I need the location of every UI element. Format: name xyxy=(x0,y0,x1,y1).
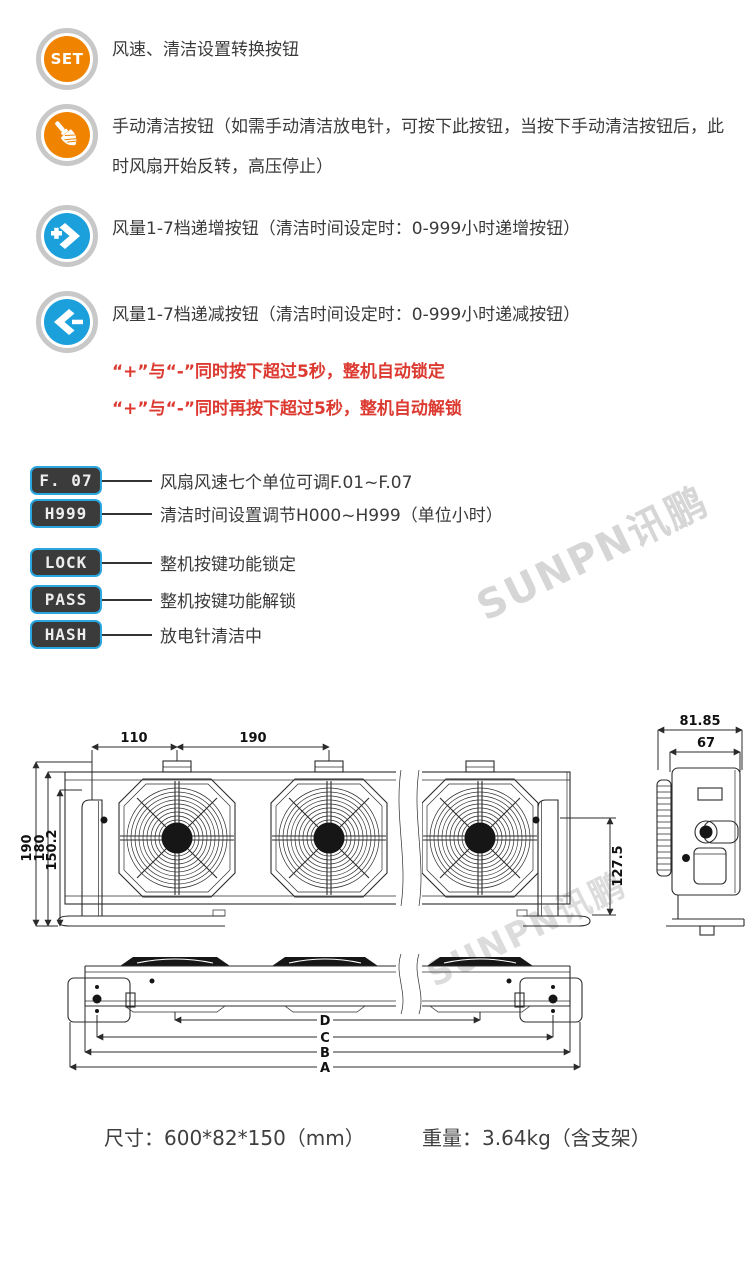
led-desc-f07: 风扇风速七个单位可调F.01~F.07 xyxy=(160,473,413,493)
dim-d: D xyxy=(320,1014,331,1029)
dim-150-left: 150.2 xyxy=(45,829,60,870)
led-row-speed: F. 07 风扇风速七个单位可调F.01~F.07 xyxy=(30,466,412,495)
led-desc-lock: 整机按键功能锁定 xyxy=(160,555,296,575)
set-button-icon: SET xyxy=(44,36,90,82)
led-display-pass: PASS xyxy=(30,585,102,614)
led-display-hash: HASH xyxy=(30,620,102,649)
leader-line xyxy=(102,512,152,515)
set-button-label: SET xyxy=(50,50,84,68)
dim-b: B xyxy=(320,1046,330,1061)
led-desc-pass: 整机按键功能解锁 xyxy=(160,592,296,612)
spec-size: 尺寸：600*82*150（mm） xyxy=(104,1126,365,1150)
led-row-lock: LOCK 整机按键功能锁定 xyxy=(30,548,296,577)
set-button: SET xyxy=(36,28,98,90)
dim-190-left: 190 xyxy=(20,834,35,861)
decrease-button xyxy=(36,291,98,353)
manual-clean-desc: 手动清洁按钮（如需手动清洁放电针，可按下此按钮，当按下手动清洁按钮后，此时风扇开… xyxy=(112,117,724,177)
led-display-f07: F. 07 xyxy=(30,466,102,495)
minus-arrow-icon xyxy=(44,299,90,345)
dim-180-left: 180 xyxy=(33,834,48,861)
spec-weight: 重量：3.64kg（含支架） xyxy=(422,1126,651,1150)
brush-icon xyxy=(44,112,90,158)
increase-button xyxy=(36,205,98,267)
dim-190-top: 190 xyxy=(239,731,266,746)
leader-line xyxy=(102,561,152,564)
dim-67-side: 67 xyxy=(697,736,715,751)
led-display-h999: H999 xyxy=(30,499,102,528)
led-desc-h999: 清洁时间设置调节H000~H999（单位小时） xyxy=(160,506,503,526)
leader-line xyxy=(102,598,152,601)
led-row-hash: HASH 放电针清洁中 xyxy=(30,620,262,649)
dim-8185-side: 81.85 xyxy=(679,714,720,729)
dim-c: C xyxy=(320,1031,330,1046)
led-row-hours: H999 清洁时间设置调节H000~H999（单位小时） xyxy=(30,499,503,528)
dim-a: A xyxy=(320,1061,330,1076)
increase-desc: 风量1-7档递增按钮（清洁时间设定时：0-999小时递增按钮） xyxy=(112,219,581,239)
lock-warning-text: “+”与“-”同时按下超过5秒，整机自动锁定 xyxy=(112,362,445,382)
leader-line xyxy=(102,633,152,636)
dimension-drawing: 110 190 190 180 150.2 127.5 81.85 67 xyxy=(20,714,745,1076)
unlock-warning-text: “+”与“-”同时再按下超过5秒，整机自动解锁 xyxy=(112,399,462,419)
plus-arrow-icon xyxy=(44,213,90,259)
led-desc-hash: 放电针清洁中 xyxy=(160,627,262,647)
decrease-desc: 风量1-7档递减按钮（清洁时间设定时：0-999小时递减按钮） xyxy=(112,305,581,325)
led-display-lock: LOCK xyxy=(30,548,102,577)
watermark: SUNPN讯鹏 xyxy=(469,478,716,631)
led-row-pass: PASS 整机按键功能解锁 xyxy=(30,585,296,614)
dim-127-right: 127.5 xyxy=(611,845,626,886)
dim-110: 110 xyxy=(120,731,147,746)
leader-line xyxy=(102,479,152,482)
set-button-desc: 风速、清洁设置转换按钮 xyxy=(112,40,299,60)
manual-clean-button xyxy=(36,104,98,166)
